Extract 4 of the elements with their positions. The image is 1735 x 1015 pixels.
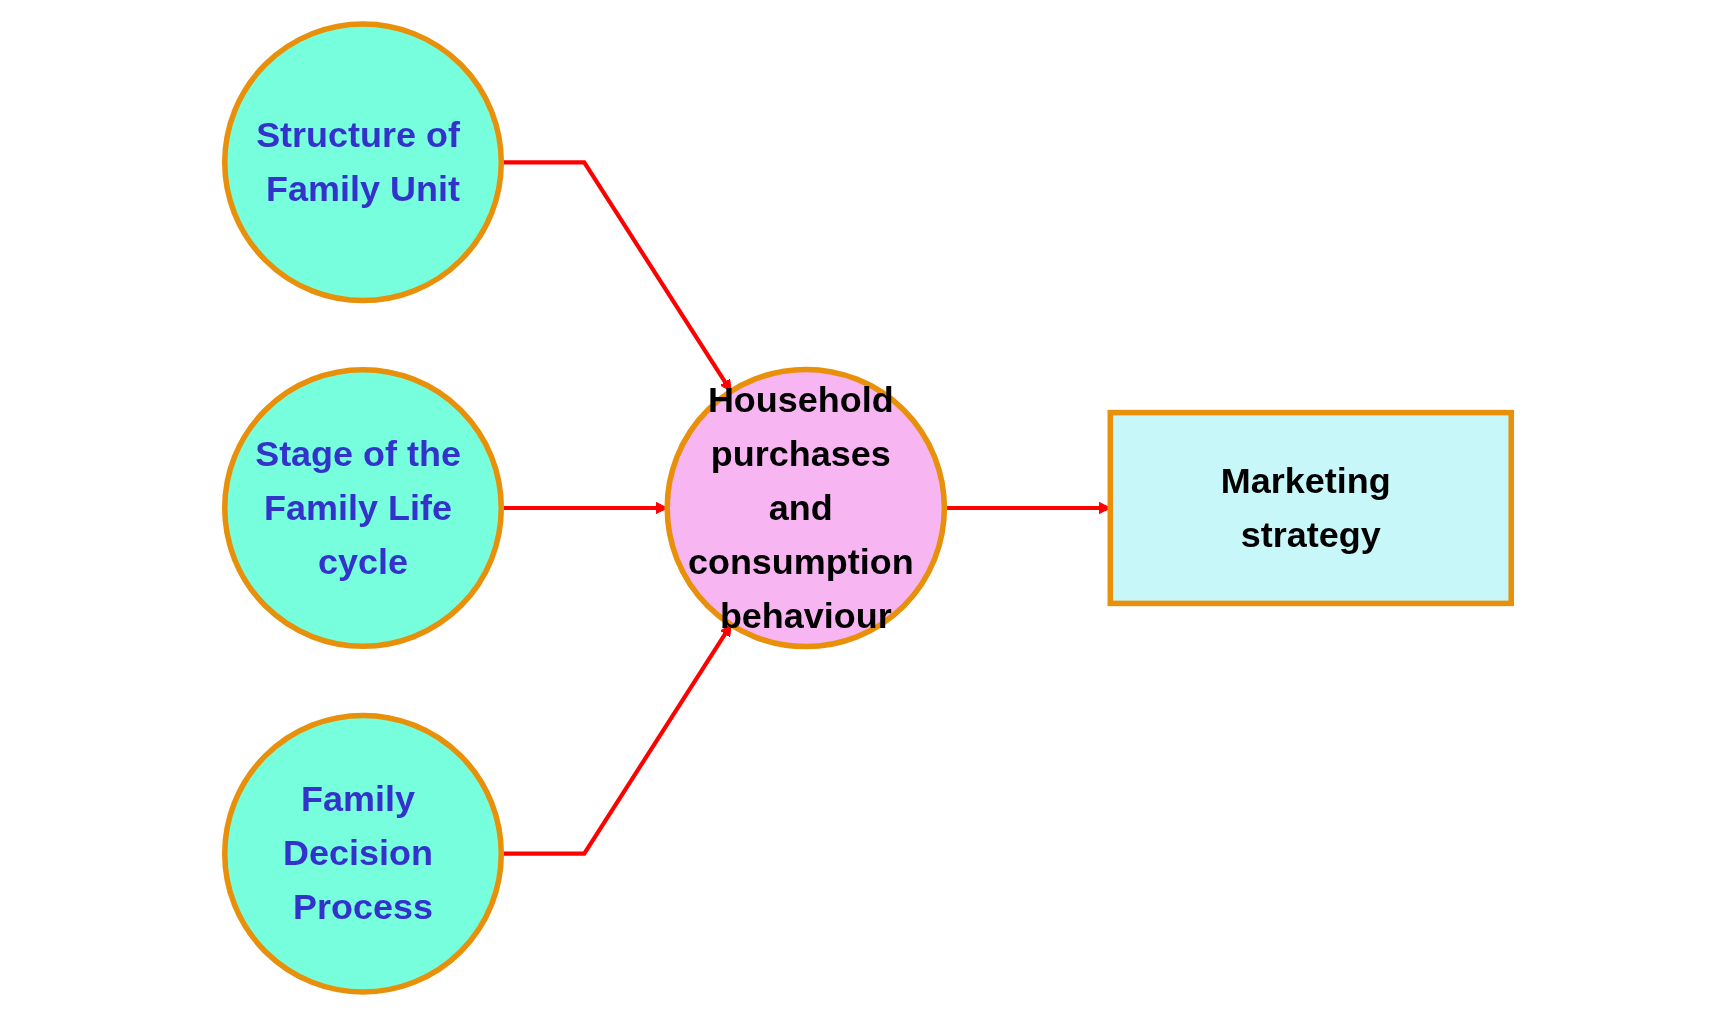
node-circle: Family Decision Process xyxy=(221,712,504,995)
node-circle: Structure of Family Unit xyxy=(221,20,504,303)
node-circle: Stage of the Family Life cycle xyxy=(221,366,504,649)
node-box: Marketing strategy xyxy=(1107,409,1514,606)
